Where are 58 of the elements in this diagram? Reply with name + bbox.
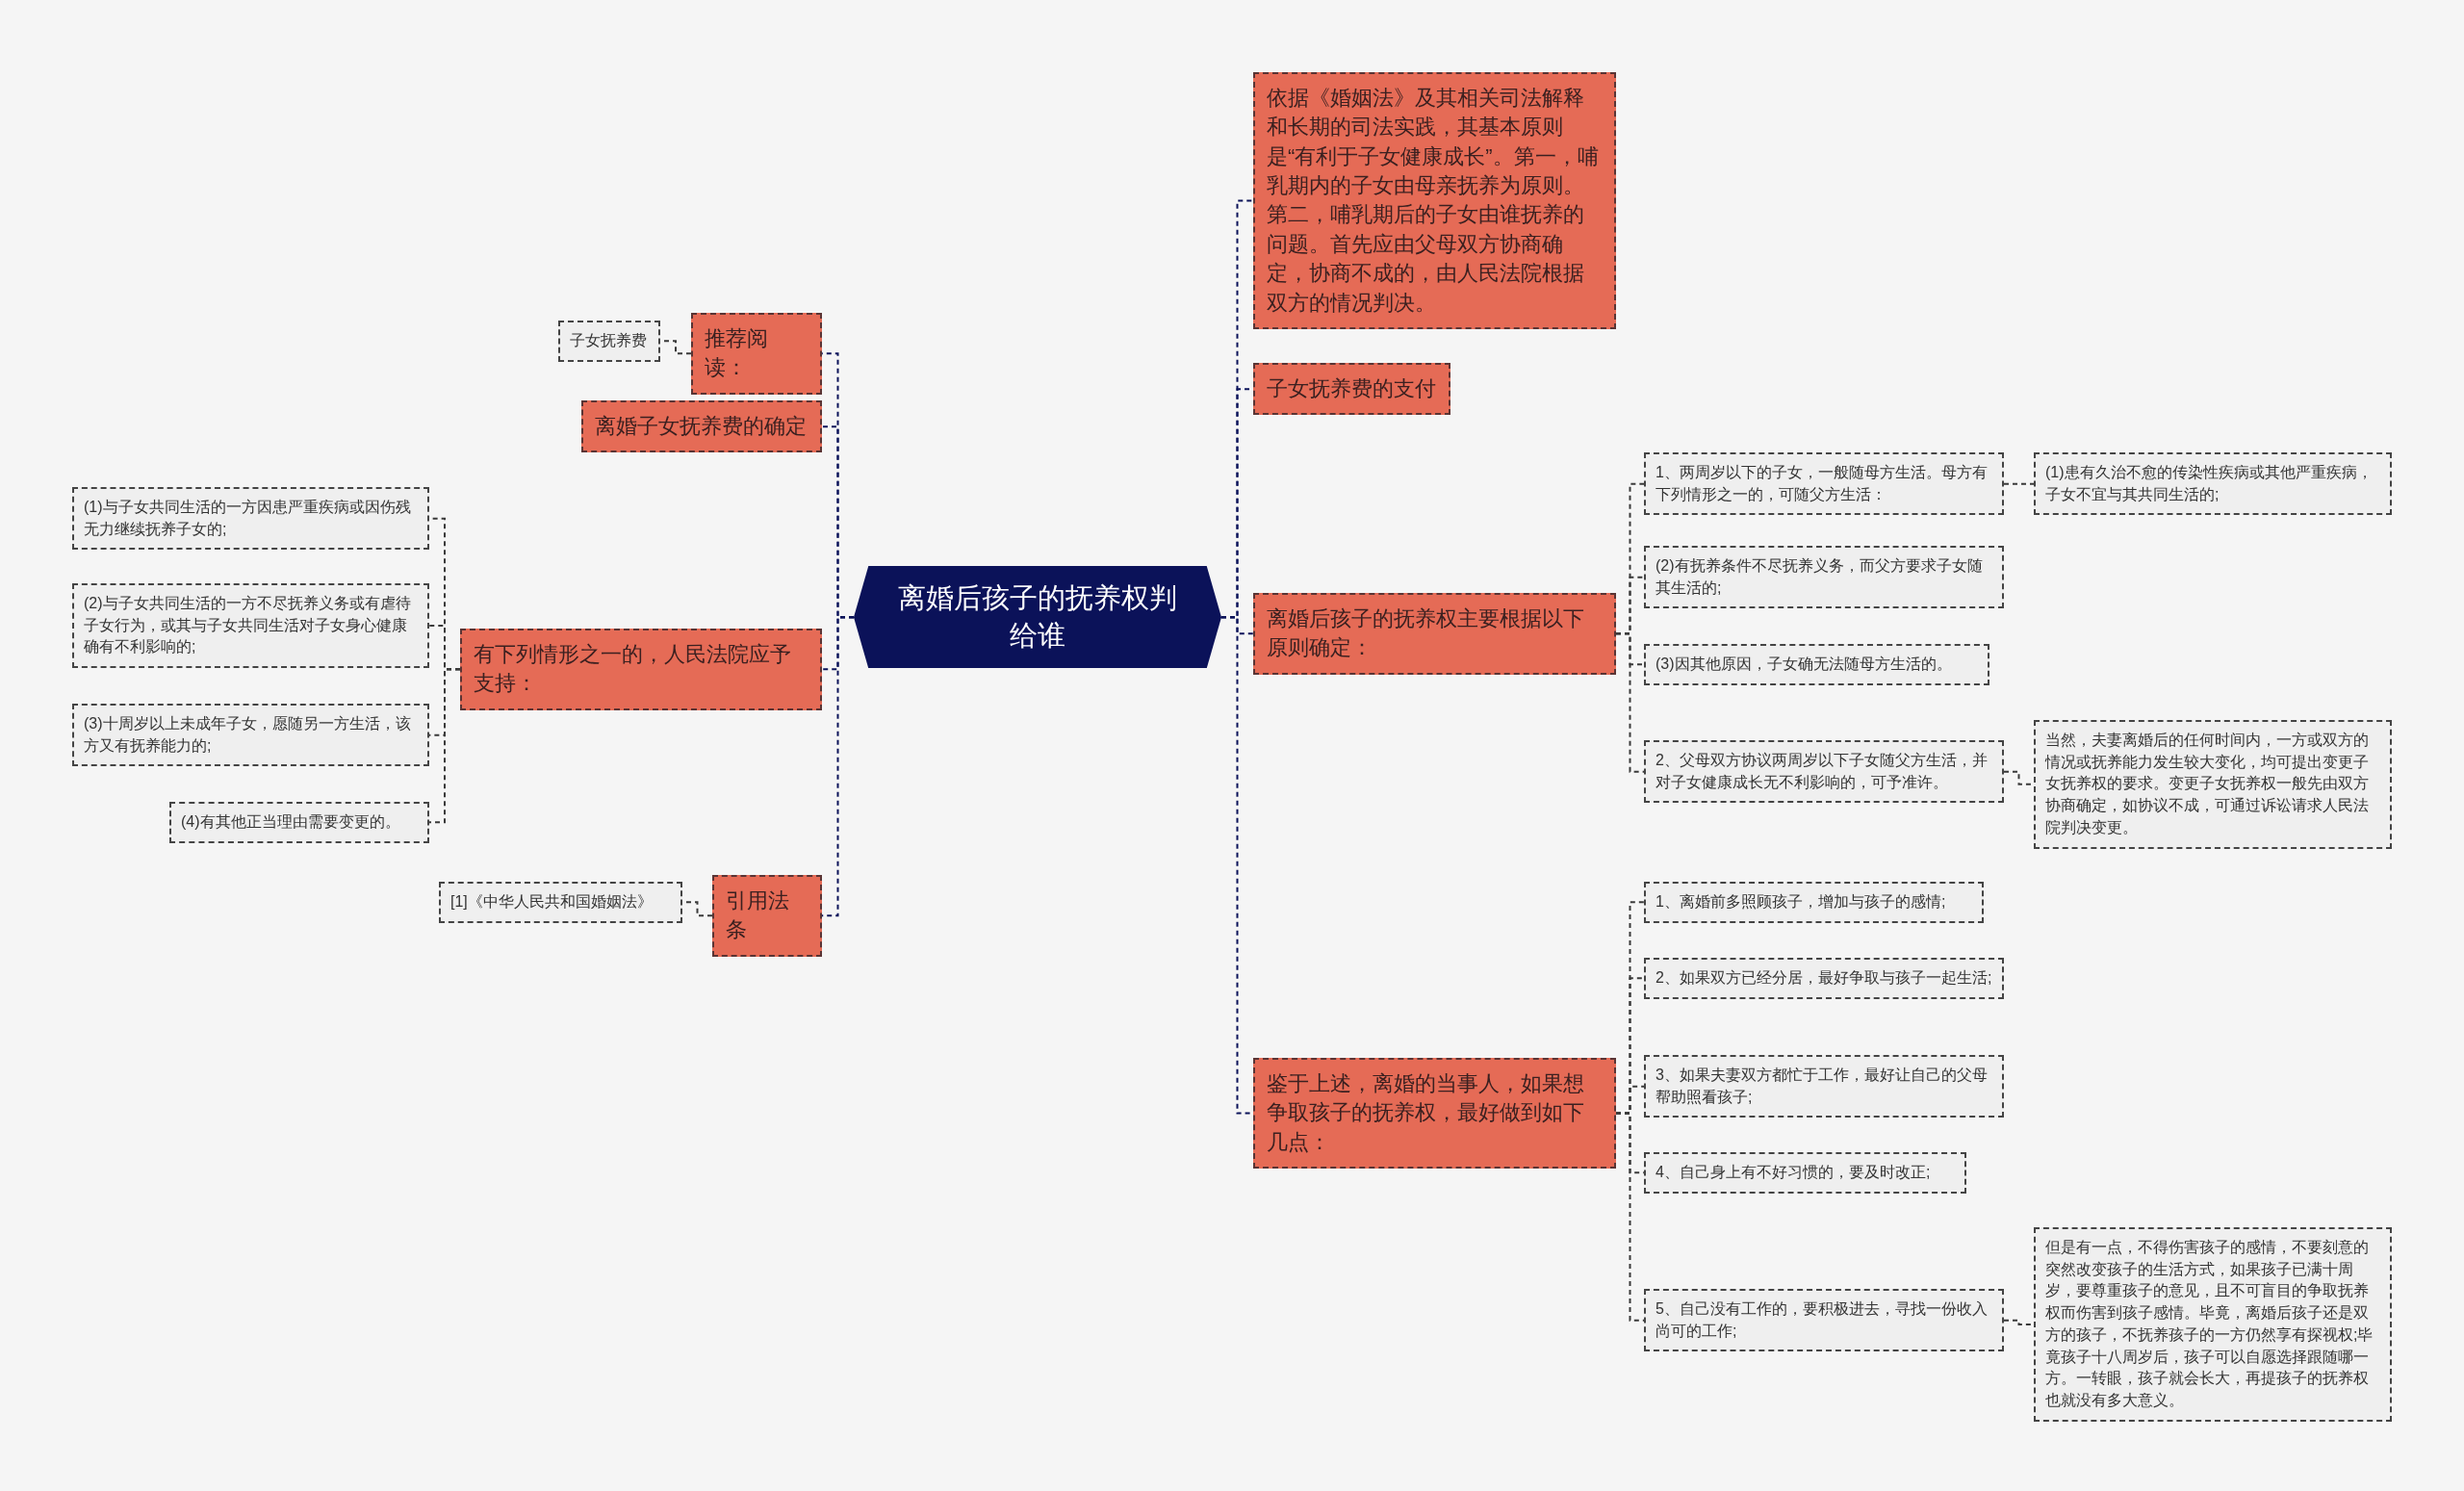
subtopic-box: [1644, 1289, 2004, 1352]
subtopic-box: [169, 802, 429, 843]
topic-box: [1253, 1058, 1616, 1170]
connector-line: [1615, 632, 1645, 773]
subtopic-box: [72, 704, 429, 767]
subtopic-box: [1644, 644, 1989, 685]
topic-text: 1、两周岁以下的子女，一般随母方生活。母方有下列情形之一的，可随父方生活：: [1656, 463, 1989, 504]
topic-text: (2)与子女共同生活的一方不尽抚养义务或有虐待子女行为，或其与子女共同生活对子女身心健康确有不利影响的;: [84, 594, 412, 657]
topic-box: [1253, 72, 1616, 329]
topic-text: 依据《婚姻法》及其相关司法解释和长期的司法实践，其基本原则是“有利于子女健康成长”。第一，哺乳期内的子女由母亲抚养为原则。第二，哺乳期后的子女由谁抚养的问题。首先应由父母双方协商确定，协商不成的，由人民法院根据双方的情况判决。: [1267, 85, 1600, 317]
topic-text: 有下列情形之一的，人民法院应予支持：: [474, 641, 792, 698]
topic-box: [1253, 363, 1450, 416]
topic-text: (4)有其他正当理由需要变更的。: [181, 812, 401, 832]
topic-text: 推荐阅读：: [705, 325, 769, 382]
topic-box: [581, 400, 822, 453]
topic-text: 2、父母双方协议两周岁以下子女随父方生活，并对子女健康成长无不利影响的，可予准许。: [1656, 751, 1989, 792]
subtopic-box: [1644, 452, 2004, 516]
topic-box: [460, 629, 822, 710]
subtopic-box: [1644, 740, 2004, 804]
connector-line: [2003, 482, 2035, 485]
topic-text: 5、自己没有工作的，要积极进去，寻找一份收入尚可的工作;: [1656, 1299, 1989, 1341]
topic-box: [1253, 593, 1616, 675]
subtopic-box: [72, 487, 429, 551]
subtopic-box: [1644, 882, 1984, 923]
topic-text: (3)十周岁以上未成年子女，愿随另一方生活，该方又有抚养能力的;: [84, 714, 412, 756]
topic-text: 鉴于上述，离婚的当事人，如果想争取孩子的抚养权，最好做到如下几点：: [1267, 1070, 1585, 1156]
topic-text: (1)患有久治不愈的传染性疾病或其他严重疾病，子女不宜与其共同生活的;: [2045, 463, 2374, 504]
subtopic-box: [1644, 546, 2004, 609]
topic-text: 但是有一点，不得伤害孩子的感情，不要刻意的突然改变孩子的生活方式，如果孩子已满十周岁，要尊重孩子的意见，且不可盲目的争取抚养权而伤害到孩子感情。毕竟，离婚后孩子还是双方的孩子，不抚养孩子的一方仍然享有探视权;毕竟孩子十八周岁后，孩子可以自愿选择跟随哪一方。一转眼，孩子就会长大，再提孩子的抚养权也就没有多大意义。: [2045, 1238, 2374, 1411]
subtopic-box: [1644, 1152, 1966, 1194]
topic-text: 子女抚养费的支付: [1267, 375, 1437, 402]
subtopic-box: [558, 321, 660, 362]
subtopic-box: [439, 882, 682, 923]
topic-text: (1)与子女共同生活的一方因患严重疾病或因伤残无力继续抚养子女的;: [84, 498, 412, 539]
subtopic-box: [72, 583, 429, 669]
central-topic: [854, 566, 1221, 669]
connector-line: [1615, 1112, 1645, 1322]
topic-text: 离婚子女抚养费的确定: [595, 413, 808, 440]
topic-text: 离婚后孩子的抚养权判给谁: [897, 581, 1178, 654]
topic-text: 子女抚养费: [570, 331, 648, 350]
topic-text: 4、自己身上有不好习惯的，要及时改正;: [1656, 1163, 1932, 1182]
subtopic-box: [2034, 1227, 2392, 1422]
topic-text: [1]《中华人民共和国婚姻法》: [450, 892, 654, 912]
topic-text: 引用法条: [726, 887, 790, 944]
topic-text: 离婚后孩子的抚养权主要根据以下原则确定：: [1267, 605, 1585, 662]
topic-text: (3)因其他原因，子女确无法随母方生活的。: [1656, 655, 1953, 674]
subtopic-box: [2034, 720, 2392, 849]
topic-text: 2、如果双方已经分居，最好争取与孩子一起生活;: [1656, 968, 1992, 988]
topic-text: 1、离婚前多照顾孩子，增加与孩子的感情;: [1656, 892, 1947, 912]
topic-text: 3、如果夫妻双方都忙于工作，最好让自己的父母帮助照看孩子;: [1656, 1066, 1989, 1107]
subtopic-box: [1644, 958, 2004, 999]
connector-line: [428, 668, 461, 824]
subtopic-box: [2034, 452, 2392, 516]
topic-box: [691, 313, 822, 395]
subtopic-box: [1644, 1055, 2004, 1118]
topic-text: (2)有抚养条件不尽抚养义务，而父方要求子女随其生活的;: [1656, 556, 1984, 598]
topic-box: [712, 875, 822, 957]
topic-text: 当然，夫妻离婚后的任何时间内，一方或双方的情况或抚养能力发生较大变化，均可提出变更子女抚养权的要求。变更子女抚养权一般先由双方协商确定，如协议不成，可通过诉讼请求人民法院判决变更。: [2045, 731, 2370, 837]
